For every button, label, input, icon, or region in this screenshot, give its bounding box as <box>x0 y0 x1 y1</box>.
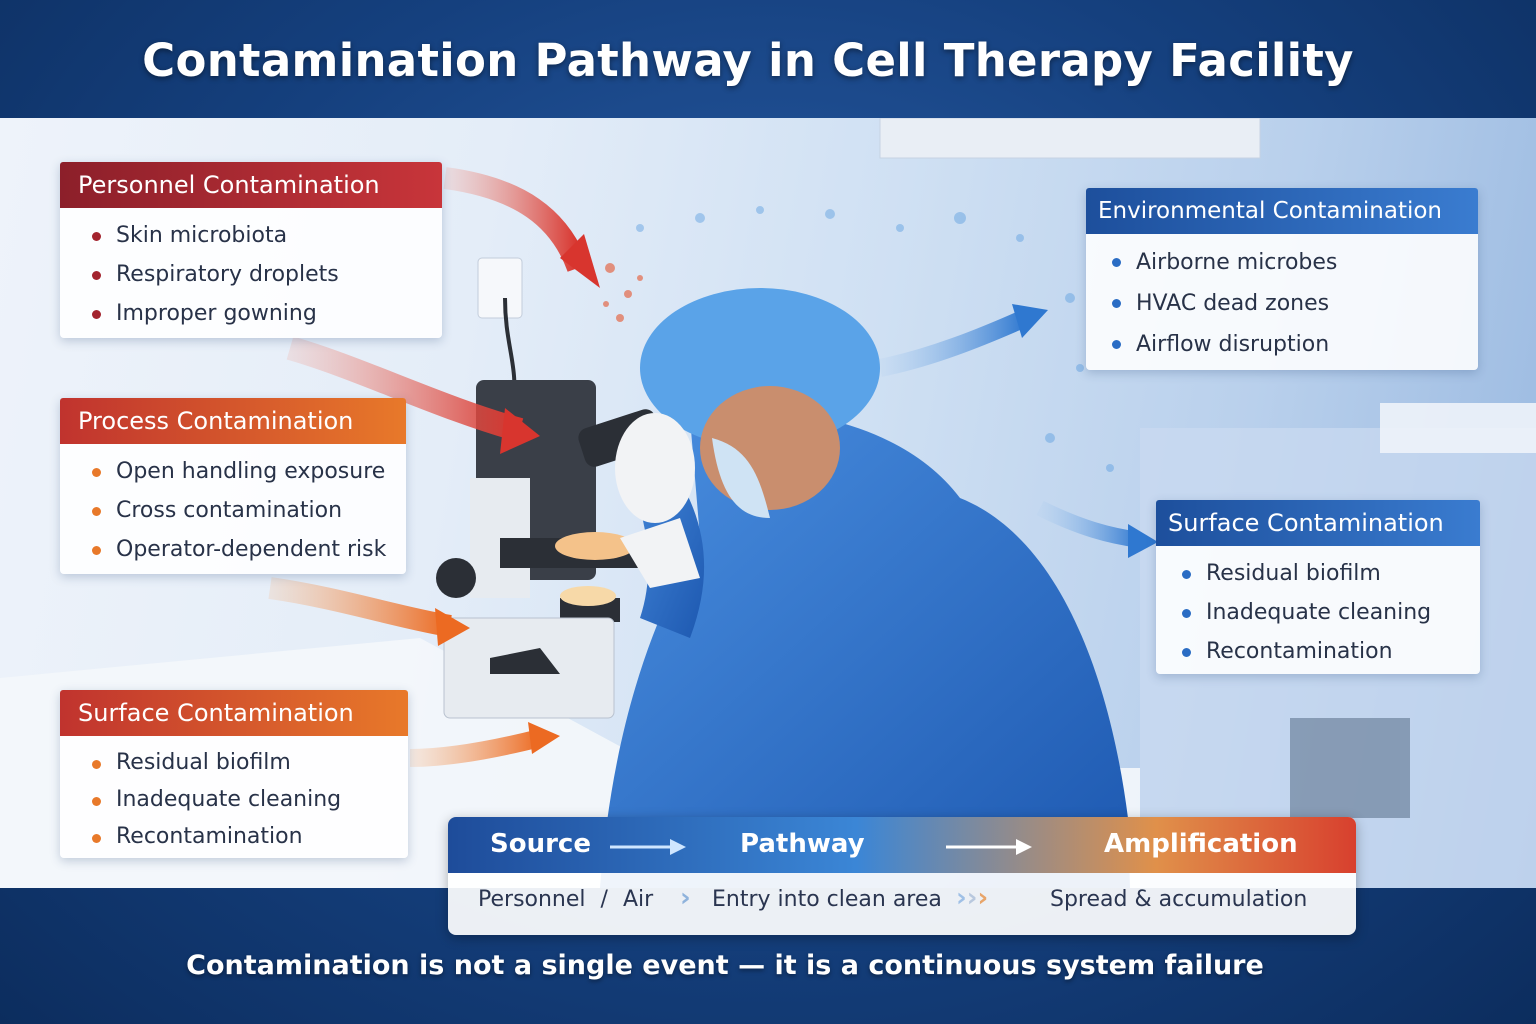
flow-amplification-label: Amplification <box>1104 829 1298 859</box>
list-item: Residual biofilm <box>1180 554 1480 593</box>
arrow-right-icon <box>610 839 686 855</box>
list-item-label: Recontamination <box>1206 639 1393 664</box>
list-item-label: HVAC dead zones <box>1136 291 1330 316</box>
source-pathway-amplification-flow: Source Pathway Amplification Personnel /… <box>448 817 1356 935</box>
list-item-label: Recontamination <box>116 824 303 849</box>
card-list: Residual biofilm Inadequate cleaning Rec… <box>60 736 408 855</box>
card-list: Airborne microbes HVAC dead zones Airflo… <box>1086 234 1478 365</box>
card-heading: Surface Contamination <box>60 690 408 736</box>
list-item: Airborne microbes <box>1110 242 1478 283</box>
bullet-icon <box>1182 570 1191 579</box>
list-item-label: Residual biofilm <box>116 750 291 775</box>
chevron-right-icon: › <box>680 883 691 913</box>
card-list: Open handling exposure Cross contaminati… <box>60 444 406 569</box>
source-detail-personnel: Personnel <box>478 887 586 912</box>
source-separator: / <box>600 887 608 912</box>
card-heading: Environmental Contamination <box>1086 188 1478 234</box>
list-item-label: Cross contamination <box>116 498 343 523</box>
environmental-contamination-card: Environmental Contamination Airborne mic… <box>1086 188 1478 370</box>
card-heading: Process Contamination <box>60 398 406 444</box>
list-item-label: Airborne microbes <box>1136 250 1338 275</box>
bullet-icon <box>1182 648 1191 657</box>
bullet-icon <box>92 834 101 843</box>
process-contamination-card: Process Contamination Open handling expo… <box>60 398 406 574</box>
list-item: HVAC dead zones <box>1110 283 1478 324</box>
bullet-icon <box>92 271 101 280</box>
list-item: Inadequate cleaning <box>90 781 408 818</box>
list-item-label: Inadequate cleaning <box>116 787 342 812</box>
bullet-icon <box>92 797 101 806</box>
bullet-icon <box>92 232 101 241</box>
source-detail-air: Air <box>622 887 654 912</box>
bullet-icon <box>92 760 101 769</box>
list-item-label: Open handling exposure <box>116 459 386 484</box>
list-item-label: Airflow disruption <box>1136 332 1330 357</box>
bullet-icon <box>92 468 101 477</box>
list-item: Operator-dependent risk <box>90 530 406 569</box>
list-item-label: Residual biofilm <box>1206 561 1381 586</box>
hvac-vent-icon <box>879 118 1261 159</box>
technician-icon <box>600 288 1130 888</box>
personnel-contamination-card: Personnel Contamination Skin microbiota … <box>60 162 442 338</box>
list-item: Respiratory droplets <box>90 255 442 294</box>
list-item: Improper gowning <box>90 294 442 333</box>
card-list: Skin microbiota Respiratory droplets Imp… <box>60 208 442 333</box>
flow-pathway-label: Pathway <box>740 829 865 859</box>
surface-contamination-card-right: Surface Contamination Residual biofilm I… <box>1156 500 1480 674</box>
list-item: Cross contamination <box>90 491 406 530</box>
power-outlet-icon <box>477 257 523 319</box>
bullet-icon <box>1112 258 1121 267</box>
list-item: Recontamination <box>1180 632 1480 671</box>
flow-source-detail: Personnel / Air <box>478 887 653 912</box>
flow-source-label: Source <box>490 829 591 859</box>
flow-amplification-detail: Spread & accumulation <box>1050 887 1308 912</box>
flow-header <box>448 817 1356 873</box>
list-item: Airflow disruption <box>1110 324 1478 365</box>
flow-pathway-detail: Entry into clean area <box>712 887 942 912</box>
arrow-right-icon <box>946 839 1032 855</box>
footer-statement: Contamination is not a single event — it… <box>186 950 1264 981</box>
list-item-label: Respiratory droplets <box>116 262 339 287</box>
list-item-label: Inadequate cleaning <box>1206 600 1432 625</box>
card-heading: Surface Contamination <box>1156 500 1480 546</box>
bullet-icon <box>1112 299 1121 308</box>
bullet-icon <box>1112 340 1121 349</box>
list-item: Skin microbiota <box>90 216 442 255</box>
card-heading: Personnel Contamination <box>60 162 442 208</box>
list-item-label: Skin microbiota <box>116 223 288 248</box>
card-list: Residual biofilm Inadequate cleaning Rec… <box>1156 546 1480 671</box>
bullet-icon <box>92 310 101 319</box>
bullet-icon <box>1182 609 1191 618</box>
list-item: Residual biofilm <box>90 744 408 781</box>
page-title: Contamination Pathway in Cell Therapy Fa… <box>142 34 1354 87</box>
list-item-label: Improper gowning <box>116 301 317 326</box>
list-item-label: Operator-dependent risk <box>116 537 387 562</box>
list-item: Recontamination <box>90 818 408 855</box>
list-item: Inadequate cleaning <box>1180 593 1480 632</box>
list-item: Open handling exposure <box>90 452 406 491</box>
surface-contamination-card-left: Surface Contamination Residual biofilm I… <box>60 690 408 858</box>
bullet-icon <box>92 546 101 555</box>
bullet-icon <box>92 507 101 516</box>
triple-chevron-icon: ››› <box>956 883 989 913</box>
